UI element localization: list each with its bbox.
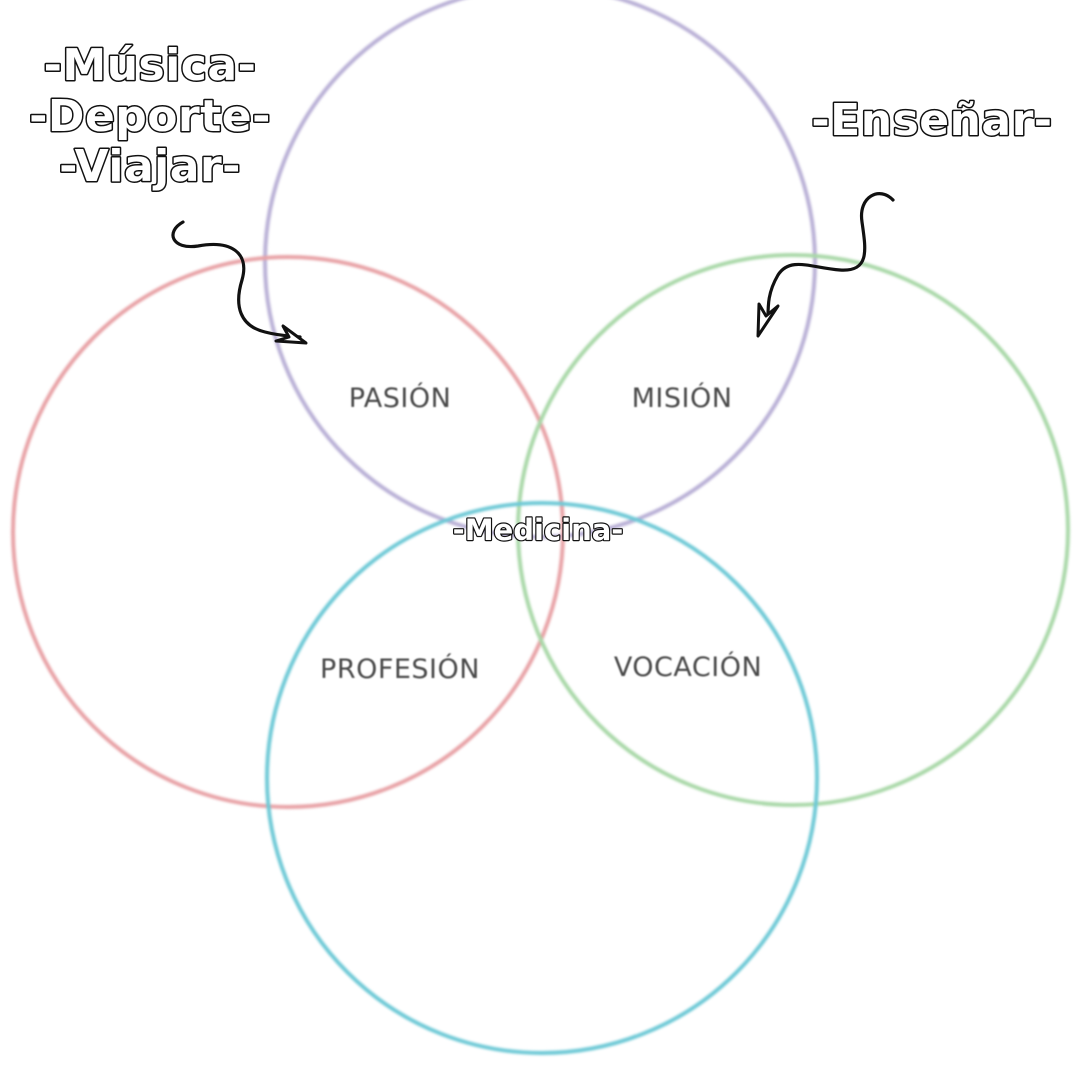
annotation-medicina: -Medicina-	[453, 513, 624, 547]
circles-group	[11, 0, 1070, 1055]
bottom-circle	[265, 501, 819, 1055]
profesion-label: PROFESIÓN	[320, 653, 480, 685]
left-circle	[11, 255, 565, 809]
annotation-musica: -Música-	[44, 40, 257, 91]
right-arrowhead	[756, 302, 780, 338]
annotation-deporte: -Deporte-	[29, 91, 271, 142]
mision-label: MISIÓN	[632, 382, 733, 414]
left-arrowhead	[274, 324, 308, 345]
top-circle	[263, 0, 817, 539]
annotation-viajar: -Viajar-	[59, 141, 241, 192]
right-arrow-shaft	[766, 192, 895, 320]
left-arrow-shaft	[171, 220, 302, 339]
pasion-label: PASIÓN	[349, 382, 452, 414]
vocacion-label: VOCACIÓN	[614, 651, 762, 683]
annotation-ensenar: -Enseñar-	[811, 95, 1052, 146]
right-circle	[516, 253, 1070, 807]
left-arrow	[171, 220, 308, 345]
right-arrow	[756, 192, 895, 338]
